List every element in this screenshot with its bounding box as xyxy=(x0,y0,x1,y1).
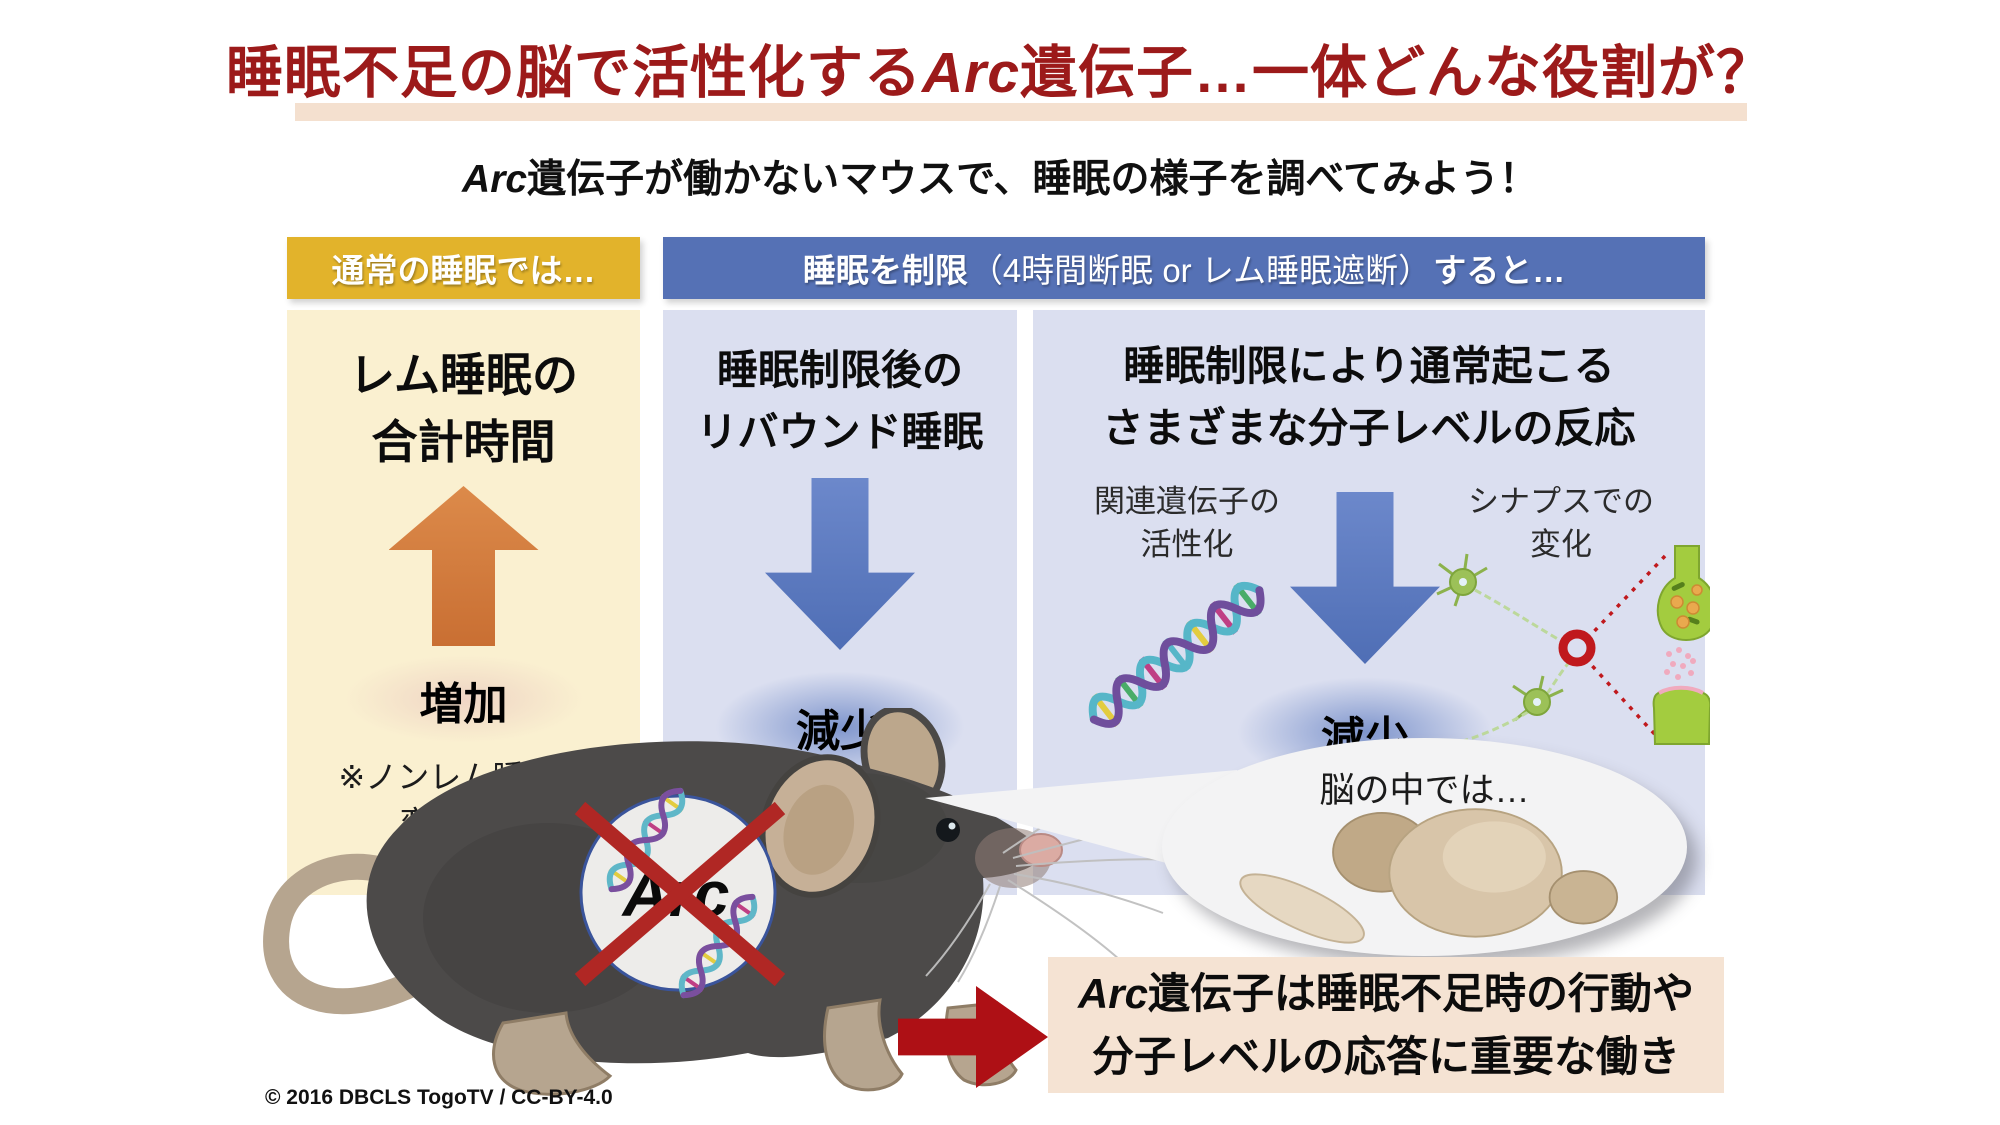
mouse-tail xyxy=(263,853,446,1015)
header-normal-sleep: 通常の睡眠では… xyxy=(287,237,640,299)
red-cross-knockout xyxy=(574,801,786,987)
rebound-panel-heading: 睡眠制限後の リバウンド睡眠 xyxy=(663,340,1017,463)
dna-helix-icon xyxy=(1059,548,1299,763)
title-prefix: 睡眠不足の脳で活性化する xyxy=(225,41,922,105)
title-underline-bar xyxy=(295,103,1747,121)
subtitle: Arc遺伝子が働かないマウスで、睡眠の様子を調べてみよう！ xyxy=(0,148,2000,204)
header-normal-sleep-label: 通常の睡眠では… xyxy=(331,252,596,289)
copyright-notice: © 2016 DBCLS TogoTV / CC-BY-4.0 xyxy=(265,1086,613,1109)
molecular-heading-line2: さまざまな分子レベルの反応 xyxy=(1102,404,1636,451)
gene-label-line1: 関連遺伝子の xyxy=(1094,484,1280,519)
gene-activation-label: 関連遺伝子の 活性化 xyxy=(1061,480,1313,567)
header-sleep-restriction: 睡眠を制限（4時間断眠 or レム睡眠遮断）すると… xyxy=(663,237,1705,299)
conclusion-line2: 分子レベルの応答に重要な働き xyxy=(1091,1033,1680,1080)
rem-result: 増加 xyxy=(419,680,508,729)
title-suffix: 遺伝子…一体どんな役割が？ xyxy=(1020,41,1775,105)
mouse-brain-icon xyxy=(1214,796,1634,951)
restriction-bold1: 睡眠を制限 xyxy=(802,252,968,289)
mouse-front-paw xyxy=(823,998,904,1092)
decrease-arrow-icon xyxy=(765,478,915,650)
rem-heading-line1: レム睡眠の xyxy=(348,349,579,401)
synapse-label-line1: シナプスでの xyxy=(1468,484,1654,519)
subtitle-rest: 遺伝子が働かないマウスで、睡眠の様子を調べてみよう！ xyxy=(527,158,1538,201)
conclusion-arc: Arc xyxy=(1077,970,1149,1017)
rebound-heading-line2: リバウンド睡眠 xyxy=(696,408,984,455)
restriction-bold2: すると… xyxy=(1433,252,1566,289)
gene-label-line2: 活性化 xyxy=(1140,527,1234,563)
rem-panel-heading: レム睡眠の 合計時間 xyxy=(287,342,640,475)
rem-heading-line2: 合計時間 xyxy=(371,415,556,468)
mouse-hind-paw xyxy=(492,1011,613,1096)
page-title: 睡眠不足の脳で活性化するArc遺伝子…一体どんな役割が？ xyxy=(0,27,2000,109)
synapse-change-label: シナプスでの 変化 xyxy=(1445,480,1677,567)
knockout-mouse-illustration: Arc xyxy=(248,705,1179,1113)
rebound-heading-line1: 睡眠制限後の xyxy=(717,347,963,393)
synapse-label-line2: 変化 xyxy=(1530,527,1592,563)
neuron-synapse-icon xyxy=(1425,544,1717,754)
increase-arrow-icon xyxy=(388,486,539,646)
bubble-tail xyxy=(925,770,1237,882)
conclusion-line1: Arc遺伝子は睡眠不足時の行動や xyxy=(1078,962,1694,1025)
bubble-label: 脳の中では… xyxy=(1319,771,1530,810)
subtitle-arc: Arc xyxy=(462,158,528,201)
title-arc: Arc xyxy=(921,41,1021,105)
molecular-heading-line1: 睡眠制限により通常起こる xyxy=(1123,343,1615,389)
conclusion-box: Arc遺伝子は睡眠不足時の行動や 分子レベルの応答に重要な働き xyxy=(1048,957,1724,1093)
brain-bubble: 脳の中では… xyxy=(1162,738,1687,956)
increase-glow xyxy=(303,640,624,758)
molecular-panel-heading: 睡眠制限により通常起こる さまざまな分子レベルの反応 xyxy=(1033,336,1705,459)
restriction-paren: （4時間断眠 or レム睡眠遮断） xyxy=(969,252,1432,289)
conclusion-line1-rest: 遺伝子は睡眠不足時の行動や xyxy=(1148,970,1695,1017)
